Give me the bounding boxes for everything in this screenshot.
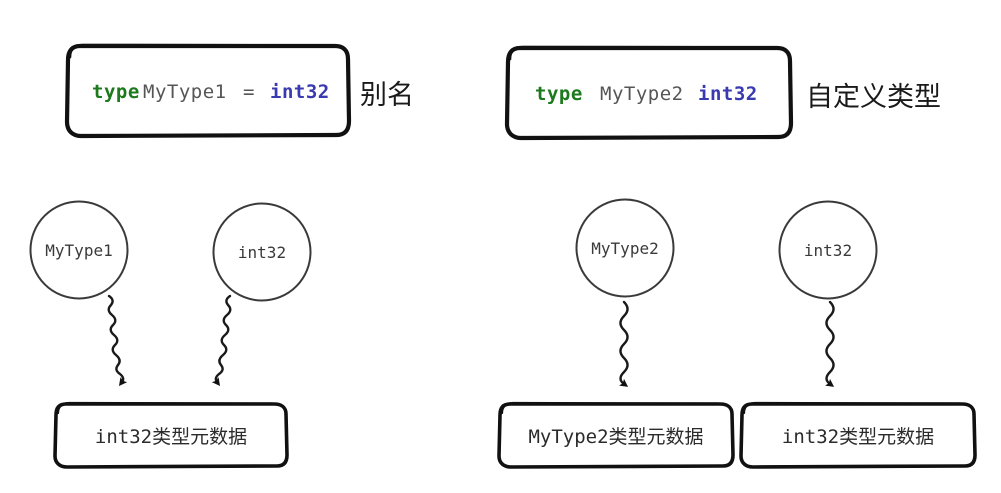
right-metadata-box-int32: int32类型元数据 bbox=[739, 401, 977, 469]
right-node-mytype2: MyType2 bbox=[575, 198, 675, 298]
right-code-keyword: type bbox=[535, 83, 583, 105]
right-metadata-box-mytype2: MyType2类型元数据 bbox=[497, 401, 735, 469]
left-metadata-box: int32类型元数据 bbox=[53, 401, 289, 469]
left-code-identifier: MyType1 bbox=[143, 81, 227, 103]
left-arrow-int32-to-metadata bbox=[211, 294, 232, 387]
left-node-mytype1: MyType1 bbox=[29, 200, 129, 300]
right-arrow-int32-to-metadata bbox=[825, 300, 835, 387]
left-code-box bbox=[64, 43, 352, 139]
right-annotation-label: 自定义类型 bbox=[806, 82, 941, 113]
right-metadata-label-int32: int32类型元数据 bbox=[782, 426, 934, 448]
right-metadata-label-mytype2: MyType2类型元数据 bbox=[528, 426, 703, 448]
left-annotation-label: 别名 bbox=[360, 80, 414, 111]
right-node-int32: int32 bbox=[778, 200, 878, 300]
left-node-int32: int32 bbox=[212, 202, 312, 302]
right-node-int32-label: int32 bbox=[804, 241, 852, 260]
right-node-mytype2-label: MyType2 bbox=[591, 239, 658, 258]
left-node-mytype1-label: MyType1 bbox=[45, 241, 112, 260]
left-code-operator: = bbox=[243, 81, 255, 103]
left-arrow-mytype1-to-metadata bbox=[107, 294, 128, 387]
right-code-identifier: MyType2 bbox=[600, 83, 684, 105]
right-code-box bbox=[504, 45, 794, 141]
right-code-basetype: int32 bbox=[698, 83, 758, 105]
left-node-int32-label: int32 bbox=[238, 243, 286, 262]
right-arrow-mytype2-to-metadata bbox=[619, 300, 629, 387]
left-metadata-label: int32类型元数据 bbox=[95, 426, 247, 448]
left-code-basetype: int32 bbox=[270, 81, 330, 103]
left-code-keyword: type bbox=[92, 81, 140, 103]
